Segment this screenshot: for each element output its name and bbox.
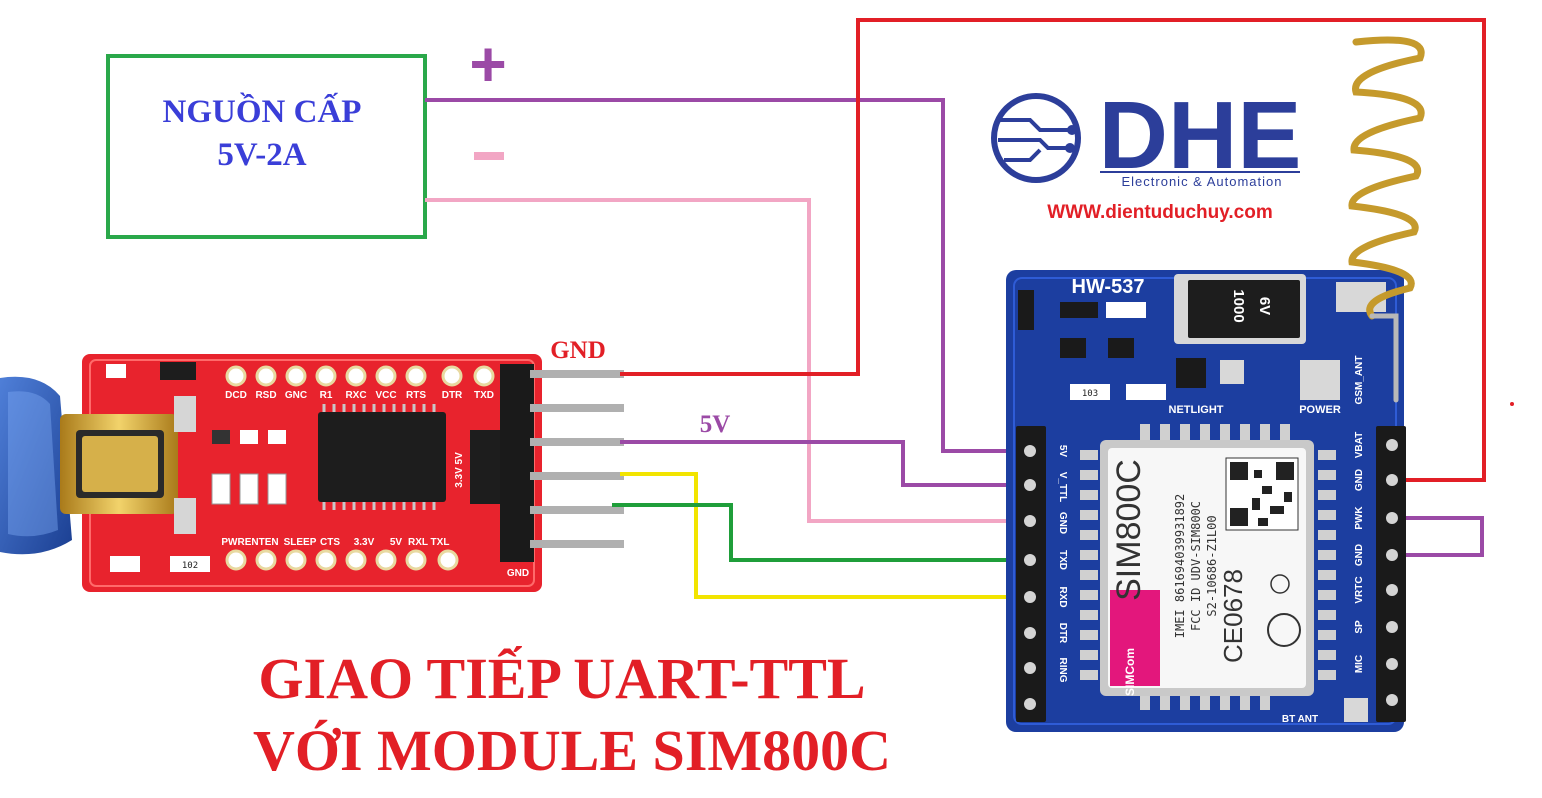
simcom-brand: SIMCom — [1123, 648, 1137, 696]
ftdi-chip — [318, 412, 446, 502]
wire-pwk-bridge — [1396, 516, 1484, 557]
power-led-label: POWER — [1299, 404, 1341, 416]
spring-antenna — [1348, 36, 1425, 403]
chip-fcc: FCC ID UDV-SIM800C — [1189, 501, 1203, 631]
gnd-label: GND — [550, 337, 606, 364]
sim-pin-ring: RING — [1057, 658, 1068, 683]
brand-tagline: Electronic & Automation — [1121, 174, 1282, 189]
voltage-jumper[interactable] — [470, 430, 504, 504]
pin-sleep: SLEEP — [284, 537, 317, 548]
sim-pin-gnd-right: GND — [1354, 469, 1365, 491]
jumper-label: 3.3V 5V — [454, 452, 465, 488]
sim800c-board: HW-537 1000 6V 103 NETLIGHT POWER GSM_AN… — [1006, 270, 1406, 732]
sim-pin-vttl: V_TTL — [1057, 472, 1068, 503]
ftdi-pin-header — [500, 364, 534, 562]
wire-yellow — [620, 472, 1030, 599]
power-supply-box: NGUỒN CẤP 5V-2A — [106, 54, 427, 239]
chip-name: SIM800C — [1110, 459, 1148, 601]
sim-pin-pwk: PWK — [1354, 506, 1365, 530]
pin-5v: 5V — [390, 537, 403, 548]
capacitor-value: 1000 — [1230, 289, 1247, 322]
sim-pin-gnd: GND — [1057, 512, 1068, 534]
plus-sign: + — [469, 28, 506, 100]
dhe-logo: DHE Electronic & Automation WWW.dientudu… — [991, 82, 1301, 223]
sim-pin-gnd-right-2: GND — [1354, 544, 1365, 566]
power-supply-label-1: NGUỒN CẤP — [163, 91, 362, 130]
title-line-1: GIAO TIẾP UART-TTL — [258, 646, 865, 711]
5v-label: 5V — [700, 411, 731, 438]
ftdi-usb-cable — [0, 376, 72, 555]
resistor-label: 103 — [1082, 389, 1098, 399]
sim-pin-5v: 5V — [1057, 445, 1068, 458]
wire-5v — [620, 440, 1030, 487]
sim-pin-vrtc: VRTC — [1354, 576, 1365, 603]
sim-pin-mic: MIC — [1354, 655, 1365, 673]
wire-power-negative — [425, 198, 1030, 523]
title-line-2: VỚI MODULE SIM800C — [253, 718, 891, 783]
pin-gnc: GNC — [285, 390, 307, 401]
ftdi-resistor-label: 102 — [182, 561, 198, 571]
pin-cts: CTS — [320, 537, 340, 548]
capacitor-voltage: 6V — [1256, 297, 1273, 315]
pin-gnd-ftdi: GND — [507, 568, 529, 579]
sim-pin-dtr: DTR — [1057, 623, 1068, 644]
bt-ant-label: BT ANT — [1282, 714, 1318, 725]
sim-pin-vbat: VBAT — [1354, 432, 1365, 458]
pin-dcd: DCD — [225, 390, 247, 401]
pin-pwrenten: PWRENTEN — [221, 537, 278, 548]
pin-dtr: DTR — [442, 390, 463, 401]
power-supply-label-2: 5V-2A — [217, 137, 306, 173]
pin-rsd: RSD — [255, 390, 276, 401]
pin-rxc: RXC — [345, 390, 366, 401]
netlight-label: NETLIGHT — [1169, 404, 1224, 416]
sim-pin-sp: SP — [1354, 620, 1365, 634]
sim-pin-txd: TXD — [1057, 550, 1068, 570]
wires — [425, 18, 1486, 599]
wire-power-positive — [425, 98, 1030, 453]
chip-code: S2-10686-Z1L00 — [1205, 515, 1219, 616]
pin-txd: TXD — [474, 390, 494, 401]
pin-vcc: VCC — [375, 390, 396, 401]
board-name: HW-537 — [1072, 276, 1145, 298]
pin-3v3: 3.3V — [354, 537, 375, 548]
pin-rxl: RXL — [408, 537, 428, 548]
pin-txl: TXL — [431, 537, 450, 548]
chip-ce: CE0678 — [1218, 569, 1248, 663]
chip-imei: IMEI 861694039931892 — [1173, 494, 1187, 639]
pin-rts: RTS — [406, 390, 426, 401]
ftdi-board: 102 3.3V 5V DCD RSD GNC R1 RXC VCC RTS D… — [60, 354, 624, 592]
wire-green — [612, 503, 1030, 562]
sim-pin-rxd: RXD — [1057, 586, 1068, 607]
gsm-ant-label: GSM_ANT — [1354, 356, 1365, 405]
brand-website: WWW.dientuduchuy.com — [1047, 202, 1273, 223]
pin-r1: R1 — [320, 390, 333, 401]
minus-sign — [474, 152, 504, 160]
stray-dot — [1510, 402, 1514, 406]
qr-code — [1225, 457, 1299, 531]
wire-gnd-red — [620, 18, 1486, 482]
